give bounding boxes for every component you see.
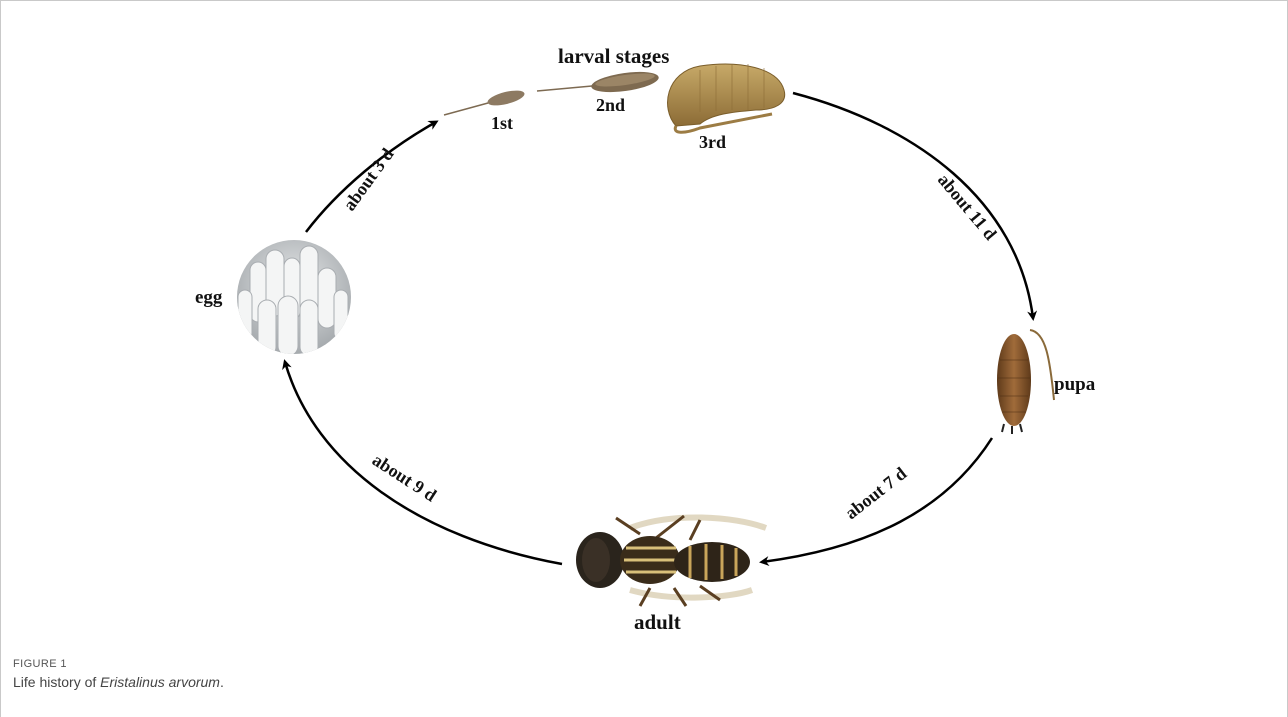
stage-label-pupa: pupa bbox=[1054, 374, 1096, 395]
figure-label: FIGURE 1 bbox=[13, 658, 224, 670]
stage-label-adult: adult bbox=[634, 610, 681, 634]
arrow-adult-to-egg bbox=[285, 362, 562, 564]
caption-suffix: . bbox=[220, 674, 224, 690]
arrow-larva-to-pupa bbox=[793, 93, 1033, 318]
egg-image bbox=[237, 240, 351, 356]
adult-image bbox=[576, 516, 766, 606]
figure-caption: FIGURE 1 Life history of Eristalinus arv… bbox=[13, 658, 224, 692]
caption-prefix: Life history of bbox=[13, 674, 100, 690]
stage-label-1st: 1st bbox=[491, 113, 513, 133]
duration-label-larva-to-pupa: about 11 d bbox=[934, 170, 1001, 244]
caption-species: Eristalinus arvorum bbox=[100, 674, 220, 690]
larva-3rd-image bbox=[668, 64, 785, 132]
stage-label-egg: egg bbox=[195, 287, 223, 308]
duration-label-pupa-to-adult: about 7 d bbox=[841, 463, 910, 523]
stage-label-2nd: 2nd bbox=[596, 95, 625, 115]
pupa-image bbox=[997, 330, 1054, 434]
duration-label-egg-to-larva: about 3 d bbox=[339, 144, 398, 214]
caption-text: Life history of Eristalinus arvorum. bbox=[13, 674, 224, 690]
larva-2nd-image bbox=[537, 68, 660, 95]
stage-label-3rd: 3rd bbox=[699, 132, 726, 152]
stage-label-larval-stages: larval stages bbox=[558, 44, 669, 68]
duration-label-adult-to-egg: about 9 d bbox=[369, 450, 440, 506]
larva-1st-image bbox=[444, 88, 526, 115]
